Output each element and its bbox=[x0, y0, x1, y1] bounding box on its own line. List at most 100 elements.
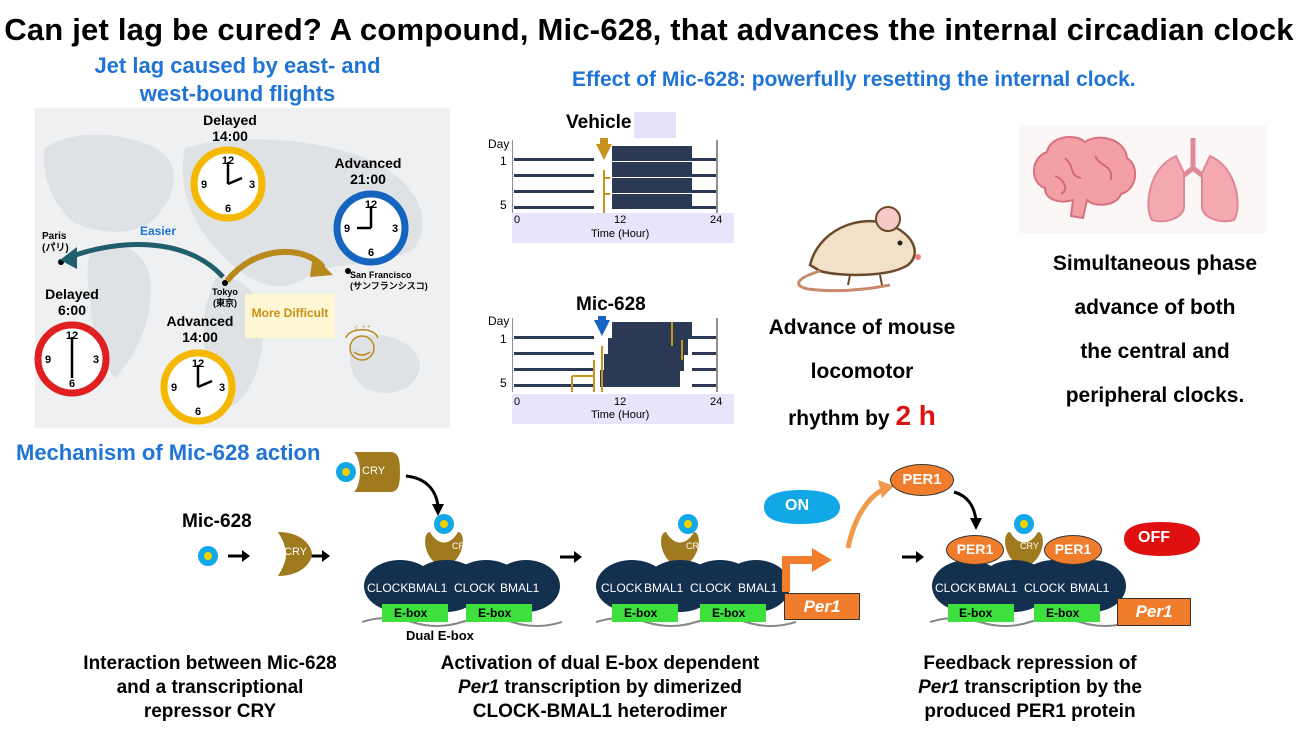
caption-step3-line1: Feedback repression of bbox=[923, 653, 1137, 674]
svg-text:12: 12 bbox=[192, 358, 204, 370]
caption-step1-line2: and a transcriptional bbox=[116, 677, 304, 698]
complex3 bbox=[930, 514, 1130, 627]
vehicle-x-axis-label: Time (Hour) bbox=[591, 228, 650, 240]
complex3-ebox-b: E-box bbox=[1046, 606, 1080, 620]
mouse-caption-line1: Advance of mouse bbox=[768, 316, 956, 339]
jetlag-heading: Jet lag caused by east- and west-bound f… bbox=[40, 52, 435, 108]
mic-label: Mic-628 bbox=[576, 294, 646, 315]
svg-text:☾ * *: ☾ * * bbox=[354, 325, 370, 332]
clock-delayed-left-icon: 12 3 6 9 bbox=[34, 321, 110, 397]
curved-arrow-1 bbox=[405, 474, 444, 516]
brain-icon bbox=[1033, 135, 1137, 220]
complex1-bmal1-a: BMAL1 bbox=[408, 581, 448, 595]
caption-step1: Interaction between Mic-628 and a transc… bbox=[40, 652, 380, 724]
dizzy-face-icon: ☾ * * bbox=[345, 325, 379, 361]
complex2-clock-a: CLOCK bbox=[601, 581, 643, 595]
sf-name: San Francisco bbox=[350, 270, 412, 280]
svg-text:12: 12 bbox=[365, 199, 377, 211]
clock-advanced-right-time: 21:00 bbox=[350, 171, 386, 187]
lungs-icon bbox=[1147, 138, 1239, 223]
actogram-mic628: Mic-628 Day 1 5 0 12 24 Time (Hour) bbox=[484, 290, 734, 425]
mic628-label: Mic-628 bbox=[182, 511, 252, 532]
mic-injection-arrow bbox=[594, 320, 610, 336]
complex2-ebox-a: E-box bbox=[624, 606, 658, 620]
on-badge bbox=[764, 490, 840, 524]
per1-gene-repressed: Per1 bbox=[1117, 598, 1191, 626]
svg-text:12: 12 bbox=[222, 155, 234, 167]
mic-day-tick-5: 5 bbox=[500, 376, 507, 390]
caption-step3-per1: Per1 bbox=[918, 677, 960, 698]
paris-dot bbox=[58, 259, 64, 265]
svg-text:3: 3 bbox=[93, 354, 99, 366]
tokyo-dot bbox=[222, 280, 228, 286]
complex1 bbox=[362, 514, 562, 627]
cry-complex-label: CRY bbox=[362, 465, 386, 477]
caption-step1-line1: Interaction between Mic-628 bbox=[83, 653, 337, 674]
westbound-arrow bbox=[69, 242, 225, 279]
jetlag-heading-line2: west-bound flights bbox=[139, 81, 336, 106]
sf-label: San Francisco (サンフランシスコ) bbox=[350, 270, 428, 292]
mic-day-tick-1: 1 bbox=[500, 332, 507, 346]
caption-step2-line3: CLOCK-BMAL1 heterodimer bbox=[472, 701, 728, 722]
mic-day-label: Day bbox=[488, 314, 510, 328]
clock-advanced-bottom-label: Advanced 14:00 bbox=[160, 313, 240, 345]
caption-step3: Feedback repression of Per1 transcriptio… bbox=[880, 652, 1180, 724]
complex2-clock-b: CLOCK bbox=[690, 581, 732, 595]
mouse-caption-line3: rhythm by 2 h bbox=[752, 394, 972, 441]
per1-gene-active: Per1 bbox=[784, 593, 860, 620]
vehicle-highlight bbox=[634, 112, 676, 138]
clock-delayed-top-icon: 12 3 6 9 bbox=[190, 146, 266, 222]
mechanism-heading: Mechanism of Mic-628 action bbox=[16, 440, 321, 465]
arrow-2-3 bbox=[902, 551, 924, 563]
svg-text:3: 3 bbox=[219, 382, 225, 394]
mic-x-axis-label: Time (Hour) bbox=[591, 409, 650, 421]
complex1-clock-a: CLOCK bbox=[367, 581, 409, 595]
complex1-cry-label: CRY bbox=[452, 541, 471, 551]
vehicle-activity-bars bbox=[512, 138, 718, 213]
mic-x-tick-0: 0 bbox=[514, 396, 521, 408]
per1-protein-right: PER1 bbox=[1044, 535, 1102, 565]
complex3-clock-a: CLOCK bbox=[935, 581, 977, 595]
clock-advanced-bottom-label-text: Advanced bbox=[166, 313, 234, 329]
clock-advanced-right-icon: 12 3 6 9 bbox=[333, 190, 409, 266]
cry-step1-icon bbox=[278, 532, 312, 576]
svg-text:6: 6 bbox=[195, 406, 201, 418]
per1-protein-top: PER1 bbox=[890, 464, 954, 496]
caption-step3-line2-rest: transcription by the bbox=[959, 677, 1142, 698]
vehicle-x-tick-12: 12 bbox=[614, 214, 627, 226]
actogram-vehicle: Vehicle Day 1 5 0 12 24 Time (Hour) bbox=[484, 110, 734, 245]
vehicle-day-tick-5: 5 bbox=[500, 198, 507, 212]
organs-caption-line1: Simultaneous phase bbox=[1052, 252, 1258, 275]
complex2-bmal1-b: BMAL1 bbox=[738, 581, 778, 595]
off-badge bbox=[1124, 522, 1200, 556]
page-title: Can jet lag be cured? A compound, Mic-62… bbox=[4, 12, 1294, 47]
complex1-clock-b: CLOCK bbox=[454, 581, 496, 595]
caption-step3-line3: produced PER1 protein bbox=[924, 701, 1136, 722]
clock-delayed-top-label-text: Delayed bbox=[203, 112, 257, 128]
svg-text:12: 12 bbox=[66, 330, 78, 342]
paris-label: Paris (パリ) bbox=[42, 231, 69, 255]
clock-advanced-right-label: Advanced 21:00 bbox=[330, 155, 406, 187]
on-label: ON bbox=[785, 497, 809, 514]
caption-step2: Activation of dual E-box dependent Per1 … bbox=[400, 652, 800, 724]
complex1-ebox-a: E-box bbox=[394, 606, 428, 620]
caption-step2-line2-rest: transcription by dimerized bbox=[499, 677, 743, 698]
vehicle-xaxis-band bbox=[512, 213, 734, 243]
svg-text:3: 3 bbox=[392, 223, 398, 235]
arrow-1-2 bbox=[560, 551, 582, 563]
easier-label: Easier bbox=[140, 224, 177, 238]
svg-text:9: 9 bbox=[171, 382, 177, 394]
caption-step2-line1: Activation of dual E-box dependent bbox=[440, 653, 760, 674]
complex3-ebox-a: E-box bbox=[959, 606, 993, 620]
jetlag-heading-line1: Jet lag caused by east- and bbox=[94, 53, 381, 78]
svg-text:6: 6 bbox=[368, 247, 374, 259]
organs-caption-line2: advance of both bbox=[1074, 296, 1236, 319]
advance-value: 2 h bbox=[895, 400, 936, 431]
paris-name: Paris bbox=[42, 231, 67, 242]
mouse-caption-line2: locomotor bbox=[810, 360, 914, 383]
vehicle-day-label: Day bbox=[488, 137, 510, 151]
clock-advanced-bottom-time: 14:00 bbox=[182, 329, 218, 345]
clock-delayed-left-label: Delayed 6:00 bbox=[32, 286, 112, 318]
caption-step1-line3: repressor CRY bbox=[143, 701, 277, 722]
complex3-bmal1-b: BMAL1 bbox=[1070, 581, 1110, 595]
